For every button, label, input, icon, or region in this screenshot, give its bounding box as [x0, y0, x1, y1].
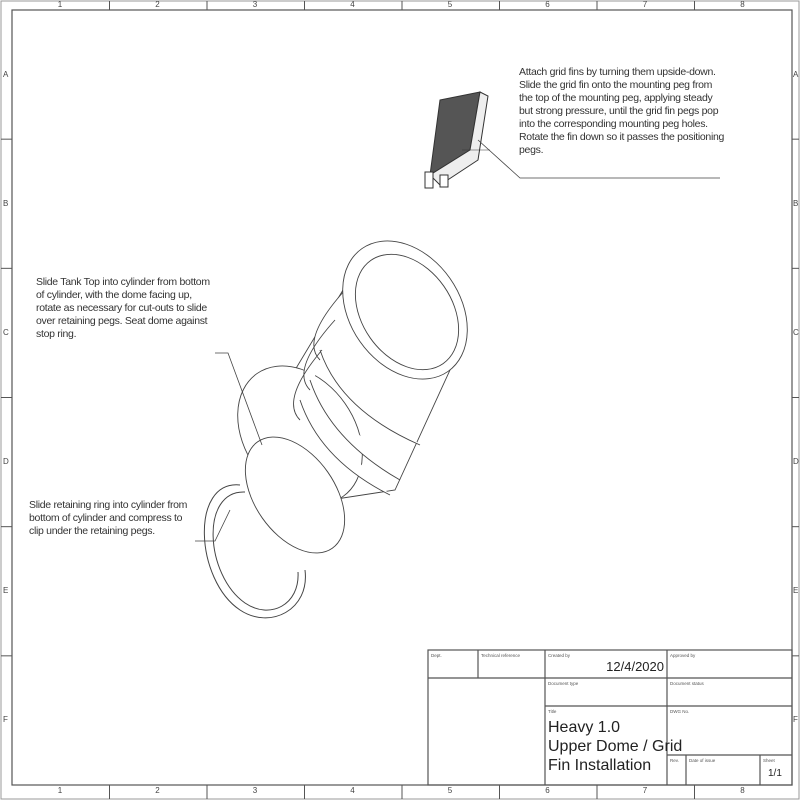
zone-row-label: F [793, 715, 798, 725]
zone-column-label: 8 [740, 786, 745, 795]
zone-column-label: 7 [642, 0, 648, 9]
zone-column-label: 4 [350, 0, 355, 9]
grid-fin-note: Attach grid fins by turning them upside-… [519, 66, 724, 157]
doc-status-label: Document status [670, 681, 704, 686]
tank-top-note: Slide Tank Top into cylinder from bottom… [36, 276, 210, 341]
title-line: Fin Installation [548, 757, 652, 774]
title-label: Title [548, 709, 557, 714]
zone-row-label: D [793, 457, 799, 467]
zone-column-label: 4 [350, 786, 355, 795]
title-line: Heavy 1.0 [548, 719, 621, 736]
cylinder-part [237, 240, 468, 505]
rev-label: Rev. [670, 758, 679, 763]
sheet-label: Sheet [763, 758, 775, 763]
retaining-ring-part [203, 484, 306, 619]
title-line: Upper Dome / Grid [548, 738, 683, 755]
note-line: Slide Tank Top into cylinder from bottom [36, 276, 210, 288]
zone-row-label: E [793, 586, 799, 596]
zone-column-label: 1 [57, 0, 63, 9]
drawing-title: Heavy 1.0 Upper Dome / Grid Fin Installa… [548, 718, 682, 775]
zone-column-label: 8 [740, 0, 745, 9]
zone-row-label: B [793, 198, 799, 208]
zone-column-label: 5 [447, 786, 453, 795]
zone-column-label: 6 [545, 0, 550, 9]
title-block-grid [427, 649, 793, 786]
note-line: Slide the grid fin onto the mounting peg… [519, 79, 713, 91]
created-date: 12/4/2020 [606, 659, 664, 674]
note-line: bottom of cylinder and compress to [29, 512, 183, 524]
approved-by-label: Approved by [670, 653, 696, 658]
zone-row-label: A [793, 69, 799, 79]
zone-row-label: D [3, 457, 9, 467]
note-line: Attach grid fins by turning them upside-… [519, 66, 716, 78]
zone-row-label: E [3, 586, 9, 596]
note-line: Rotate the fin down so it passes the pos… [519, 131, 725, 143]
leader-lines [195, 139, 720, 542]
note-line: clip under the retaining pegs. [29, 525, 155, 537]
doc-type-label: Document type [548, 681, 579, 686]
note-line: but strong pressure, until the grid fin … [519, 105, 719, 117]
dome-part [244, 436, 346, 554]
zone-column-label: 5 [447, 0, 453, 9]
zone-row-label: A [3, 69, 9, 79]
dept-label: Dept. [431, 653, 442, 658]
date-of-issue-label: Date of issue [689, 758, 716, 763]
retaining-ring-note: Slide retaining ring into cylinder from … [29, 499, 187, 538]
created-by-label: Created by [548, 653, 571, 658]
zone-row-label: F [3, 715, 8, 725]
dwg-no-label: DWG No. [670, 709, 690, 714]
zone-column-label: 6 [545, 786, 550, 795]
zone-column-label: 2 [155, 786, 160, 795]
note-line: stop ring. [36, 328, 77, 340]
zone-column-label: 3 [252, 786, 258, 795]
tech-ref-label: Technical reference [481, 653, 521, 658]
note-line: of cylinder, with the dome facing up, [36, 289, 192, 301]
zone-column-label: 7 [642, 786, 648, 795]
zone-row-label: C [3, 327, 9, 337]
zone-column-label: 2 [155, 0, 160, 9]
note-line: into the corresponding mounting peg hole… [519, 118, 708, 130]
zone-column-label: 1 [57, 786, 63, 795]
zone-row-label: B [3, 198, 9, 208]
note-line: over retaining pegs. Seat dome against [36, 315, 208, 327]
note-line: rotate as necessary for cut-outs to slid… [36, 302, 207, 314]
zone-row-label: C [793, 327, 799, 337]
sheet-value: 1/1 [768, 768, 782, 779]
zone-column-label: 3 [252, 0, 258, 9]
note-line: the top of the mounting peg, applying st… [519, 92, 713, 104]
grid-fin-part [424, 91, 490, 189]
note-line: pegs. [519, 144, 544, 156]
note-line: Slide retaining ring into cylinder from [29, 499, 188, 511]
